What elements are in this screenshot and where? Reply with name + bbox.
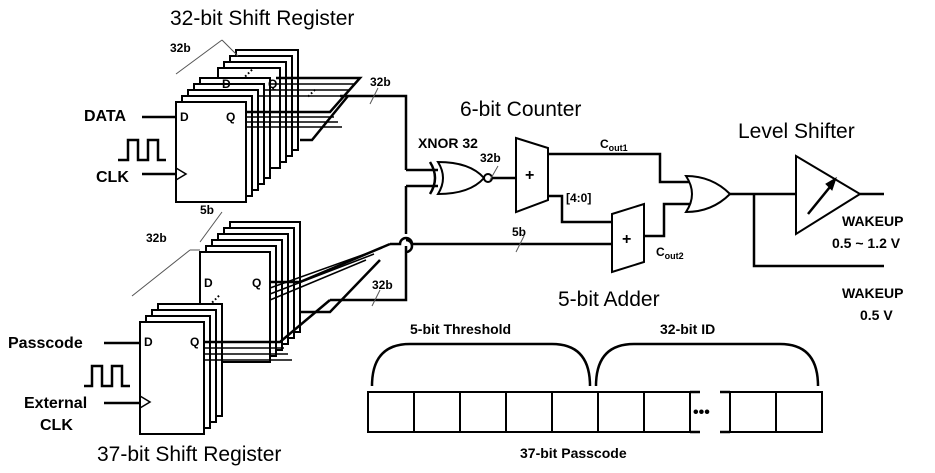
sr32-title: 32-bit Shift Register [170, 7, 354, 30]
passcode-bit-array [367, 390, 823, 434]
bus-5b-adder: 5b [512, 225, 526, 239]
ext-clk-label-1: External [24, 395, 87, 412]
counter-title: 6-bit Counter [460, 98, 581, 121]
bus-32b-top: 32b [170, 41, 191, 55]
id-brace [594, 342, 820, 387]
ext-clk-label-2: CLK [40, 417, 73, 434]
wakeup2-line2: 0.5 V [860, 307, 893, 323]
cout2-label: Cout2 [656, 245, 684, 261]
ff-q-label: Q [190, 335, 199, 349]
sr37-stack: D Q D Q ⋯ [131, 211, 391, 435]
counter-plus: + [525, 167, 534, 184]
ff-d-label: D [180, 110, 189, 124]
arrow-icon [825, 176, 837, 191]
bus-32b-out2: 32b [372, 278, 393, 292]
threshold-brace [370, 342, 592, 387]
passcode-label: 37-bit Passcode [520, 445, 627, 461]
data-input-label: DATA [84, 108, 127, 125]
wakeup1-line1: WAKEUP [842, 213, 903, 229]
clk-input-label: CLK [96, 169, 129, 186]
level-shifter-block [795, 154, 862, 236]
bus-32b-out1: 32b [370, 75, 391, 89]
adder-plus: + [622, 231, 631, 248]
wakeup1-line2: 0.5 ~ 1.2 V [832, 235, 901, 251]
ff-d-label: D [204, 276, 213, 290]
ff-q-label: Q [252, 276, 261, 290]
xnor-gate [436, 160, 486, 196]
threshold-label: 5-bit Threshold [410, 321, 511, 337]
sr37-title: 37-bit Shift Register [97, 443, 281, 466]
adder-title: 5-bit Adder [558, 288, 660, 311]
ff-q-label: Q [226, 110, 235, 124]
counter-block [515, 136, 549, 214]
or-gate [684, 174, 732, 214]
ff-d-label: D [222, 77, 231, 91]
wakeup2-line1: WAKEUP [842, 285, 903, 301]
id-label: 32-bit ID [660, 321, 715, 337]
bit-range-label: [4:0] [566, 191, 591, 205]
clock-waveform-icon [118, 138, 166, 162]
level-shifter-title: Level Shifter [738, 120, 855, 143]
bus-5b-stack: 5b [200, 203, 214, 217]
clock-waveform-icon [84, 364, 130, 388]
bus-32b-xnor: 32b [480, 151, 501, 165]
ff-d-label: D [144, 335, 153, 349]
svg-text:⋯: ⋯ [302, 84, 320, 102]
bus-32b-stack2: 32b [146, 231, 167, 245]
adder-block [611, 202, 645, 274]
xnor-label: XNOR 32 [418, 135, 478, 151]
sr32-stack: D Q D Q ⋯ ⋯ [175, 39, 363, 203]
passcode-input-label: Passcode [8, 335, 83, 352]
cout1-label: Cout1 [600, 137, 628, 153]
bit-ellipsis: ••• [693, 404, 710, 421]
